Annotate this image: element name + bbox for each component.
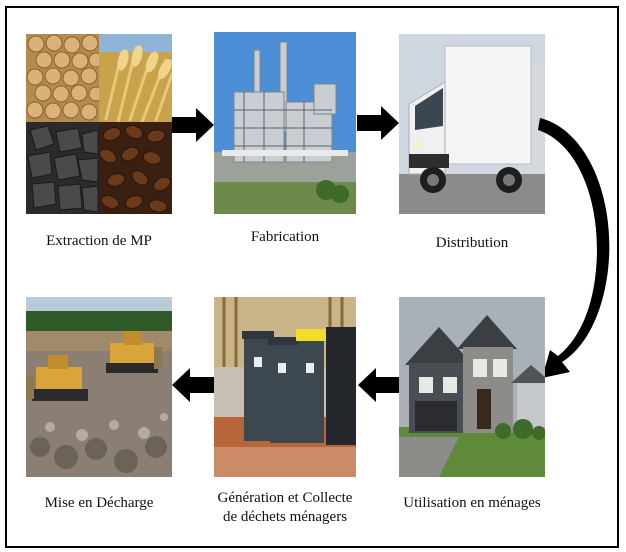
- step-label-fabrication: Fabrication: [250, 229, 320, 245]
- step-label-extraction: Extraction de MP: [46, 233, 152, 249]
- bulldozer-image: [26, 355, 88, 401]
- coffee-beans-image: [99, 122, 172, 214]
- wheat-image: [99, 34, 172, 124]
- coal-image: [26, 122, 99, 214]
- yellow-lid-bin-image: [296, 329, 328, 443]
- step-label-collection-line2: de déchets ménagers: [222, 509, 348, 525]
- raw-materials-photo: [26, 34, 172, 214]
- arrow-right-icon: [172, 108, 214, 142]
- delivery-truck-photo: [399, 34, 545, 214]
- curved-arrow-icon: [530, 110, 620, 386]
- step-label-collection-line1: Génération et Collecte: [217, 490, 353, 506]
- grey-bin-image: [242, 331, 300, 443]
- arrow-right-icon: [357, 106, 399, 140]
- step-label-household-use: Utilisation en ménages: [403, 495, 541, 511]
- arrow-left-icon: [358, 368, 400, 402]
- step-label-landfill: Mise en Décharge: [44, 495, 154, 511]
- logs-image: [26, 34, 104, 122]
- step-label-distribution: Distribution: [435, 235, 509, 251]
- landfill-photo: [26, 297, 172, 477]
- waste-bins-photo: [214, 297, 356, 477]
- step-label-collection: Génération et Collecte de déchets ménage…: [210, 489, 360, 527]
- arrow-left-icon: [172, 368, 214, 402]
- factory-photo: [214, 32, 356, 214]
- house-photo: [399, 297, 545, 477]
